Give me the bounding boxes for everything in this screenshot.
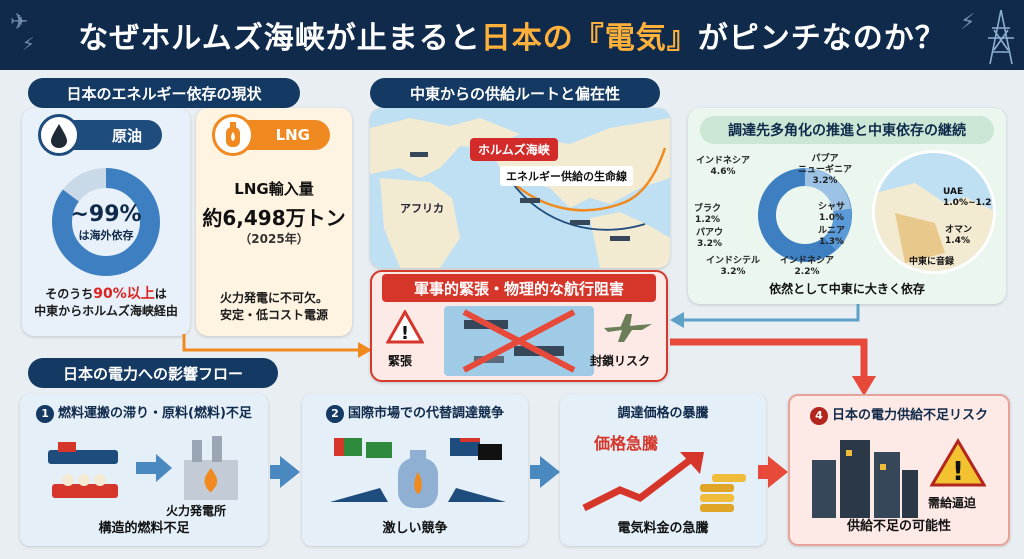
step-1-title-text: 燃料運搬の滞り・原料(燃料)不足: [58, 406, 252, 421]
tension-title: 軍事的緊張・物理的な航行阻害: [382, 274, 656, 302]
ships-to-plant-graphic: [48, 436, 238, 500]
title-highlight: 日本の『電気』: [480, 21, 698, 56]
connector-red-arrow: [670, 304, 876, 396]
oil-foot-b: は: [154, 287, 167, 301]
price-chart-graphic: [582, 452, 746, 512]
lng-import-value: 約6,498万トン: [202, 206, 346, 230]
price-surge-tag: 価格急騰: [594, 434, 659, 453]
diversification-footnote: 依然として中東に大きく依存: [769, 282, 925, 296]
oil-percent: ~99%: [70, 201, 142, 227]
flow-step-1-caption: 構造的燃料不足: [98, 521, 190, 536]
page-title: なぜホルムズ海峡が止まると日本の『電気』がピンチなのか？: [78, 13, 945, 57]
oil-footnote: そのうち90%以上は 中東からホルムズ海峡経由: [26, 286, 186, 320]
oil-drop-icon: [38, 114, 80, 156]
flow-step-3-title: 調達価格の暴騰: [617, 406, 709, 421]
lng-import-year: （2025年）: [239, 232, 309, 246]
supply-tight-label: 需給逼迫: [928, 496, 977, 510]
dark-city-graphic: [812, 440, 918, 518]
hormuz-label: ホルムズ海峡: [470, 138, 558, 161]
section-flow: 日本の電力への影響フロー: [28, 358, 278, 388]
svg-text:!: !: [401, 323, 409, 344]
flow-arrow-2-bar: [530, 465, 540, 479]
route-map: ホルムズ海峡 エネルギー供給の生命線 アフリカ: [370, 108, 670, 268]
power-tower-icon: [988, 9, 1014, 65]
gas-tank-icon: [212, 114, 254, 156]
oil-foot-line2: 中東からホルムズ海峡経由: [34, 304, 178, 318]
tension-left-label: 緊張: [388, 354, 413, 368]
flow-arrow-1: [280, 456, 300, 488]
step-4-number: 4: [809, 407, 828, 425]
military-tension-panel: 軍事的緊張・物理的な航行阻害 ! 緊張 封鎖リスク: [370, 270, 668, 382]
flow-arrow-3-bar: [758, 465, 768, 479]
header-banner: なぜホルムズ海峡が止まると日本の『電気』がピンチなのか？ ✈ ⚡ ⚡: [0, 0, 1024, 70]
bolt-icon: ⚡: [960, 10, 976, 35]
flow-step-4-caption: 供給不足の可能性: [846, 519, 951, 534]
warplane-icon: [604, 314, 652, 342]
title-part3: がピンチなのか？: [697, 21, 946, 56]
lng-footnote: 火力発電に不可欠。 安定・低コスト電源: [196, 290, 352, 324]
crude-oil-card: 原油 ~99% は海外依存 そのうち90%以上は 中東からホルムズ海峡経由: [22, 108, 190, 336]
section-route: 中東からの供給ルートと偏在性: [370, 78, 660, 108]
middle-east-caption: 中東に音録: [909, 257, 955, 267]
flow-step-2-caption: 激しい競争: [382, 521, 448, 536]
africa-label: アフリカ: [400, 202, 444, 215]
lng-foot1: 火力発電に不可欠。: [219, 291, 328, 305]
warning-icon: !: [386, 310, 424, 344]
step-2-title-text: 国際市場での代替調達競争: [347, 406, 504, 421]
flow-step-3: 調達価格の暴騰 価格急騰 電気料金の急騰: [560, 394, 766, 546]
blocked-ships-graphic: [444, 306, 594, 376]
flow-arrow-3: [768, 456, 788, 488]
lifeline-label: エネルギー供給の生命線: [500, 166, 633, 186]
section-dependency: 日本のエネルギー依存の現状: [28, 78, 300, 108]
flow-arrow-1-bar: [270, 465, 280, 479]
step-1-number: 1: [36, 405, 55, 423]
title-part1: なぜホルムズ海峡が止まると: [78, 21, 481, 56]
oil-foot-red: 90%以上: [93, 286, 155, 302]
lng-card: LNG LNG輸入量 約6,498万トン （2025年） 火力発電に不可欠。 安…: [196, 108, 352, 336]
supplier-donut: [758, 168, 852, 262]
supply-warning-icon: !: [930, 438, 986, 487]
flow-arrow-2: [540, 456, 560, 488]
oil-percent-sub: は海外依存: [78, 228, 134, 242]
oil-foot-a: そのうち: [45, 287, 94, 301]
plane-icon: ✈: [10, 10, 29, 35]
svg-text:!: !: [952, 457, 964, 487]
lng-foot2: 安定・低コスト電源: [219, 308, 328, 322]
plug-icon: ⚡: [22, 34, 35, 55]
step-4-title-text: 日本の電力供給不足リスク: [831, 408, 988, 423]
thermal-plant-label: 火力発電所: [166, 504, 227, 518]
world-map-graphic: [370, 118, 670, 268]
diversification-title: 調達先多角化の推進と中東依存の継続: [700, 116, 994, 144]
oil-donut: ~99% は海外依存: [50, 166, 162, 278]
competition-graphic: [330, 438, 506, 508]
connector-oil-arrow: [182, 334, 372, 358]
tension-right-label: 封鎖リスク: [590, 354, 651, 368]
flow-step-3-caption: 電気料金の急騰: [617, 521, 709, 536]
lng-import-label: LNG輸入量: [234, 180, 314, 198]
step-2-number: 2: [325, 405, 344, 423]
